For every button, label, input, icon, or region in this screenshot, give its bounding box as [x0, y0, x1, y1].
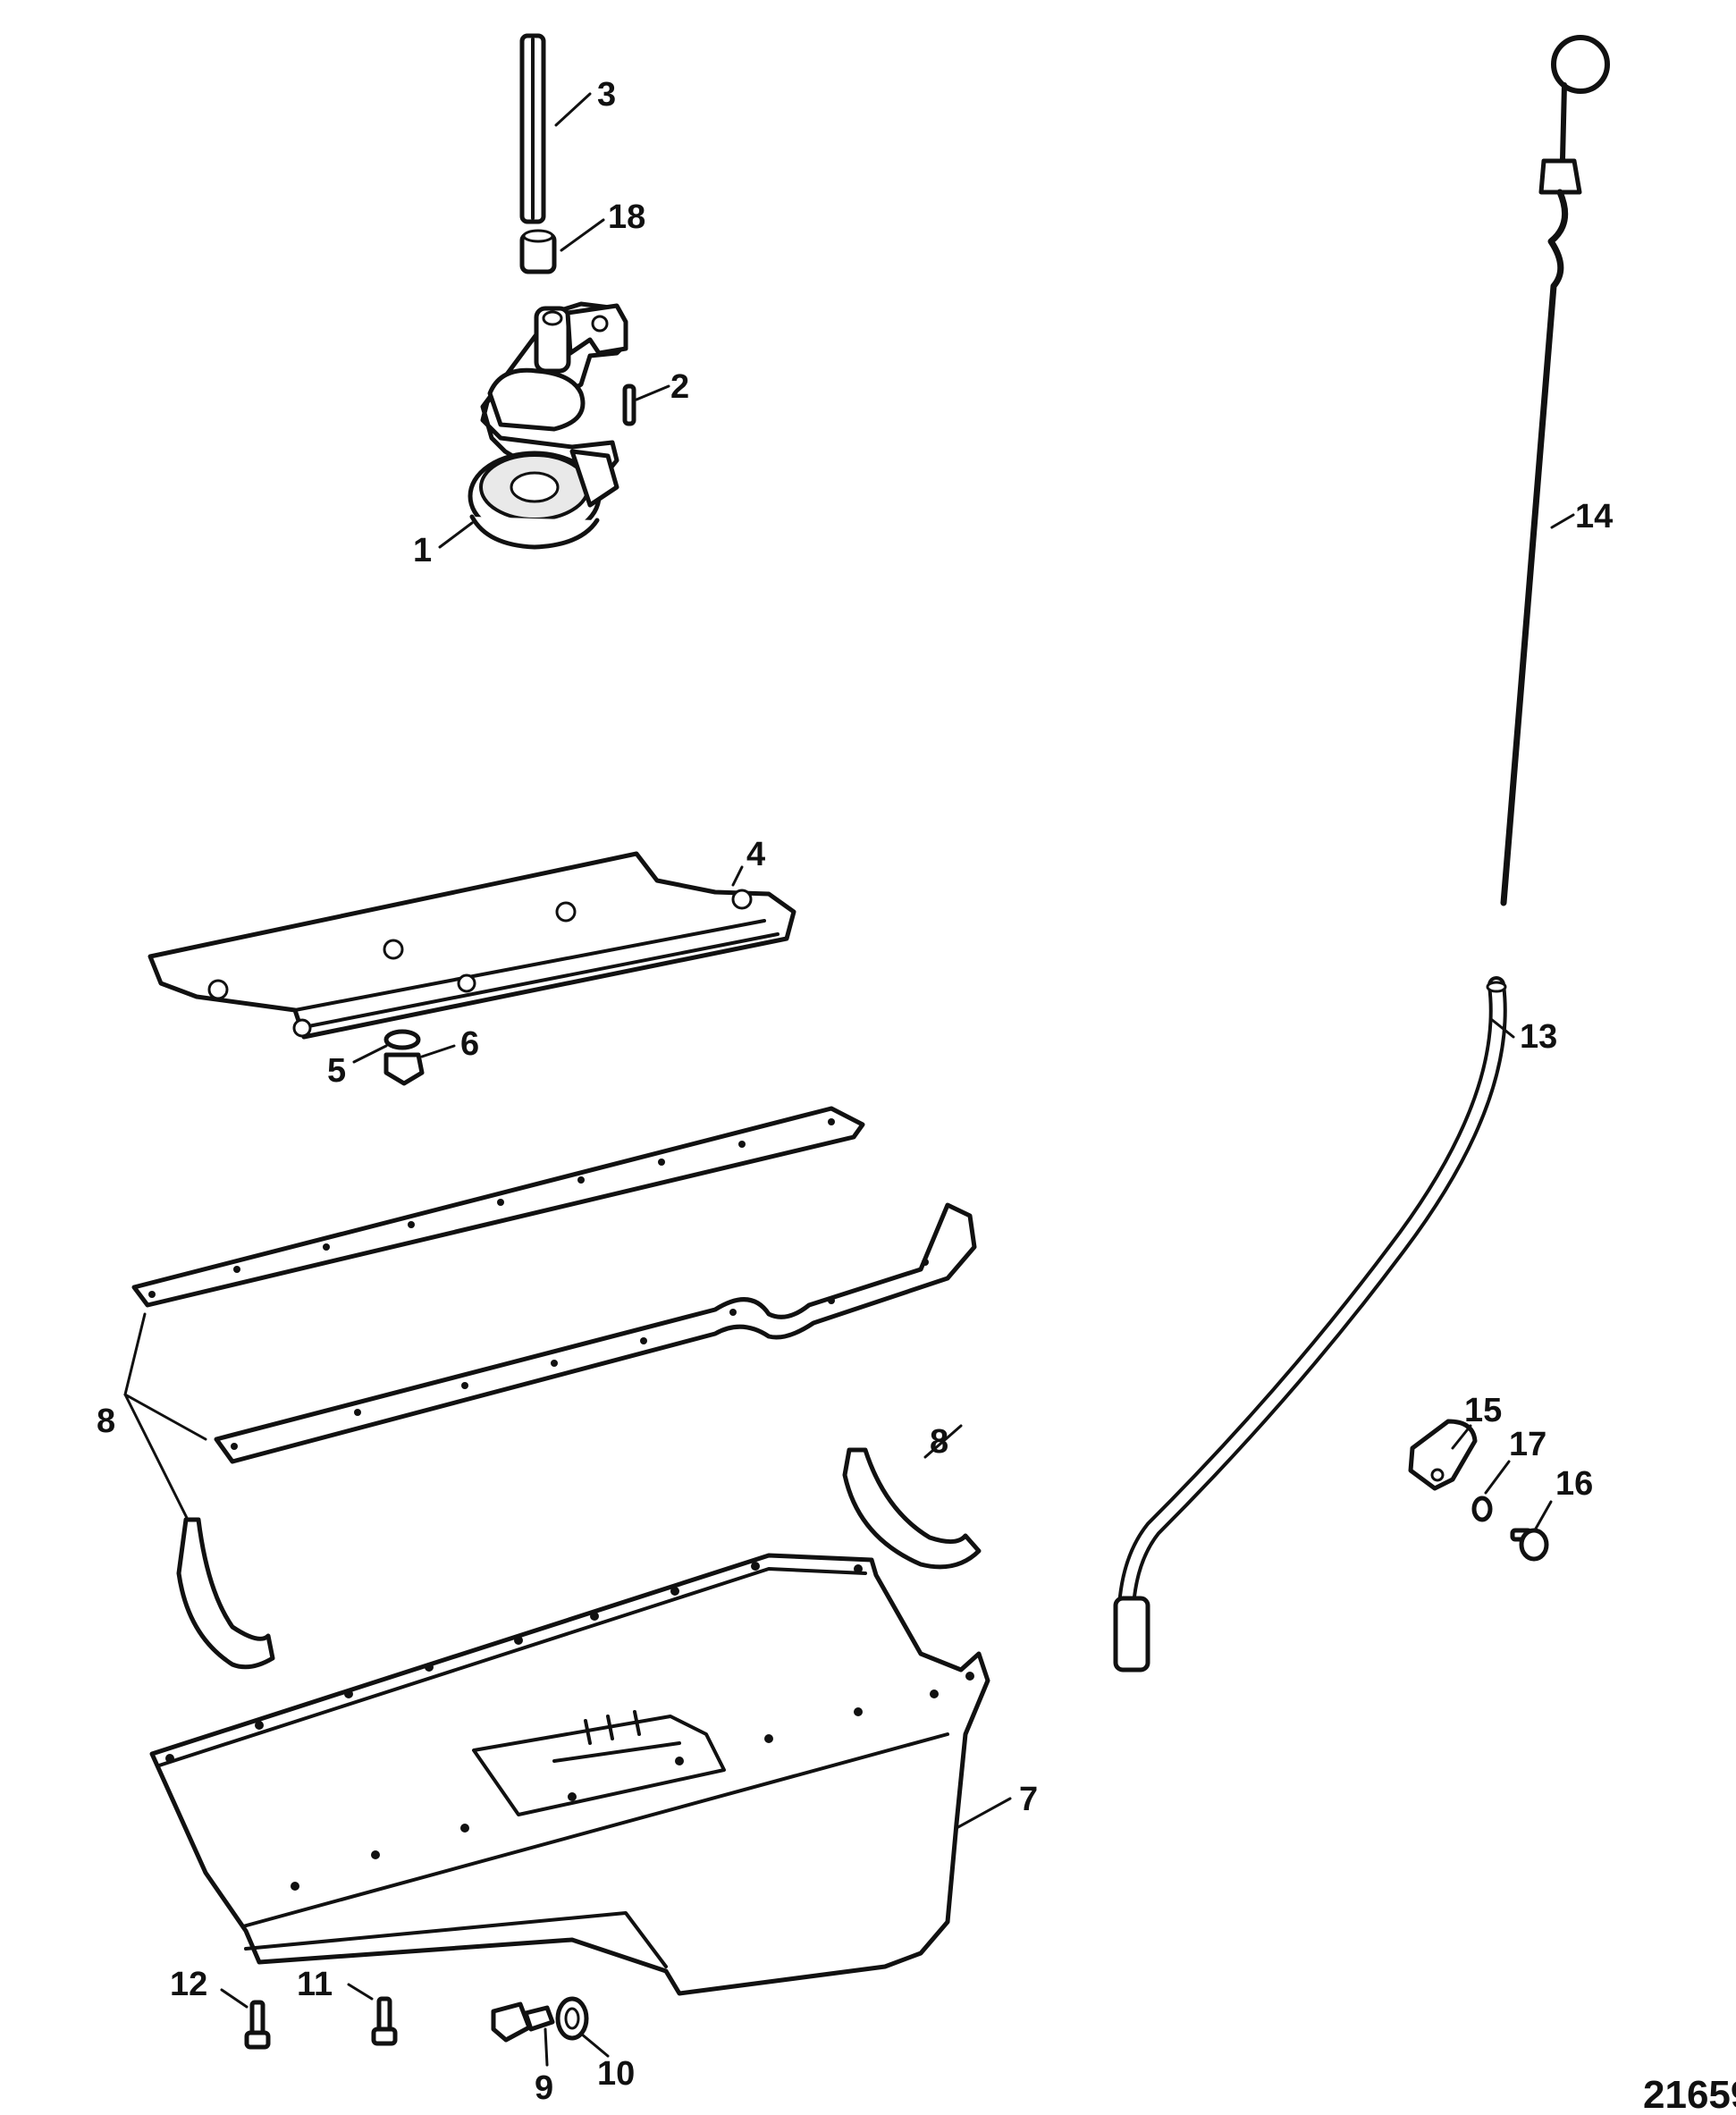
callout-3: 3 [597, 76, 616, 114]
part-5-washer [383, 1029, 421, 1050]
part-18-sleeve [519, 229, 557, 274]
part-10-gasket [555, 1996, 589, 2041]
callout-14: 14 [1575, 498, 1613, 535]
callout-2: 2 [670, 368, 689, 406]
callout-10: 10 [597, 2055, 635, 2093]
part-8-gasket-right-rail [214, 1202, 977, 1464]
part-8-seal-front [176, 1517, 275, 1670]
part-17-washer [1471, 1496, 1493, 1522]
part-3-shaft [519, 33, 546, 224]
callout-8-right: 8 [930, 1423, 948, 1461]
part-13-dipstick-tube [1113, 976, 1507, 1673]
part-11-bolt [371, 1996, 398, 2046]
callout-4: 4 [746, 836, 765, 873]
callout-18: 18 [608, 198, 645, 236]
callout-9: 9 [535, 2069, 553, 2107]
callout-13: 13 [1520, 1018, 1557, 1056]
part-16-screw [1510, 1528, 1549, 1562]
callout-16: 16 [1555, 1465, 1593, 1503]
callout-15: 15 [1464, 1392, 1502, 1429]
part-6-nut [383, 1052, 425, 1086]
part-12-bolt [244, 2000, 271, 2050]
part-9-drain-plug [491, 2001, 555, 2043]
callout-8-left: 8 [97, 1403, 115, 1440]
part-1-oil-pump [468, 301, 628, 550]
part-2-pin [622, 383, 636, 426]
callout-6: 6 [460, 1025, 479, 1063]
part-14-dipstick [1500, 35, 1610, 906]
callout-12: 12 [170, 1966, 207, 2003]
part-8-seal-rear [842, 1447, 982, 1570]
callout-11: 11 [297, 1966, 333, 2003]
callout-7: 7 [1019, 1781, 1038, 1818]
leader-lines [123, 92, 1575, 2067]
part-7-oil-pan [149, 1553, 990, 1996]
part-4-windage-tray [147, 851, 796, 1040]
part-8-gasket-left-rail [131, 1106, 865, 1308]
callout-labels: 3 18 2 1 4 5 6 7 8 8 12 11 9 10 13 14 15… [97, 76, 1613, 2107]
part-15-clip [1408, 1419, 1478, 1491]
figure-number: 21659 [1643, 2073, 1736, 2115]
callout-1: 1 [413, 532, 432, 569]
callout-5: 5 [327, 1052, 346, 1090]
callout-17: 17 [1509, 1426, 1546, 1463]
